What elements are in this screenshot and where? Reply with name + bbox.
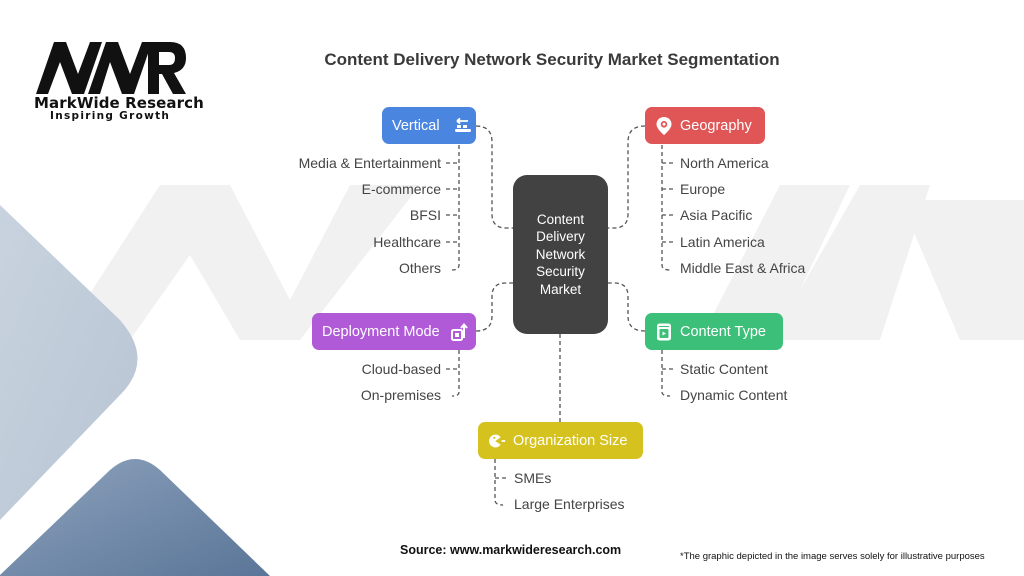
source-text: Source: www.markwideresearch.com bbox=[400, 543, 622, 557]
center-line: Security bbox=[536, 264, 585, 280]
connector-lines bbox=[446, 125, 675, 506]
decor-shape-dark bbox=[0, 459, 270, 576]
list-item: Asia Pacific bbox=[680, 207, 753, 223]
center-line: Network bbox=[535, 246, 586, 262]
list-item: Latin America bbox=[680, 234, 765, 250]
upload-box-icon bbox=[449, 322, 469, 342]
list-item: Large Enterprises bbox=[514, 496, 625, 512]
list-item: Media & Entertainment bbox=[298, 155, 441, 171]
center-line: Content bbox=[536, 211, 585, 227]
list-item: Dynamic Content bbox=[680, 387, 788, 403]
segment-label: Content Type bbox=[680, 323, 766, 340]
list-item: Middle East & Africa bbox=[680, 260, 806, 276]
segment-deployment-mode: Deployment Mode bbox=[312, 313, 476, 350]
media-player-icon bbox=[654, 322, 674, 342]
list-item: On-premises bbox=[360, 387, 441, 403]
segment-label: Vertical bbox=[392, 117, 440, 134]
segment-content-type: Content Type bbox=[645, 313, 783, 350]
brand-name: MarkWide Research bbox=[34, 94, 204, 112]
location-pin-icon bbox=[654, 116, 674, 136]
list-item: Healthcare bbox=[373, 234, 441, 250]
segment-vertical: Vertical bbox=[382, 107, 476, 144]
list-item: BFSI bbox=[409, 207, 441, 223]
list-item: Others bbox=[398, 260, 441, 276]
list-item: SMEs bbox=[514, 470, 552, 486]
watermark-logo bbox=[60, 185, 1024, 340]
list-item: Europe bbox=[680, 181, 726, 197]
conveyor-icon bbox=[453, 116, 473, 136]
list-item: North America bbox=[680, 155, 769, 171]
list-item: Cloud-based bbox=[361, 361, 441, 377]
brand-tagline: Inspiring Growth bbox=[50, 110, 171, 122]
segment-label: Organization Size bbox=[513, 432, 628, 449]
center-line: Delivery bbox=[536, 229, 585, 245]
decor-shape-light bbox=[0, 205, 138, 520]
page-title: Content Delivery Network Security Market… bbox=[324, 50, 780, 69]
segment-geography: Geography bbox=[645, 107, 765, 144]
center-line: Market bbox=[539, 281, 582, 297]
list-item: Static Content bbox=[680, 361, 768, 377]
center-node: Content Delivery Network Security Market bbox=[513, 175, 608, 334]
segment-organization-size: Organization Size bbox=[478, 422, 643, 459]
pacman-icon bbox=[487, 431, 507, 451]
disclaimer-text: *The graphic depicted in the image serve… bbox=[680, 551, 985, 562]
segment-label: Geography bbox=[680, 117, 752, 134]
brand-logo-icon bbox=[36, 42, 186, 94]
list-item: E-commerce bbox=[361, 181, 441, 197]
segment-label: Deployment Mode bbox=[322, 323, 440, 340]
